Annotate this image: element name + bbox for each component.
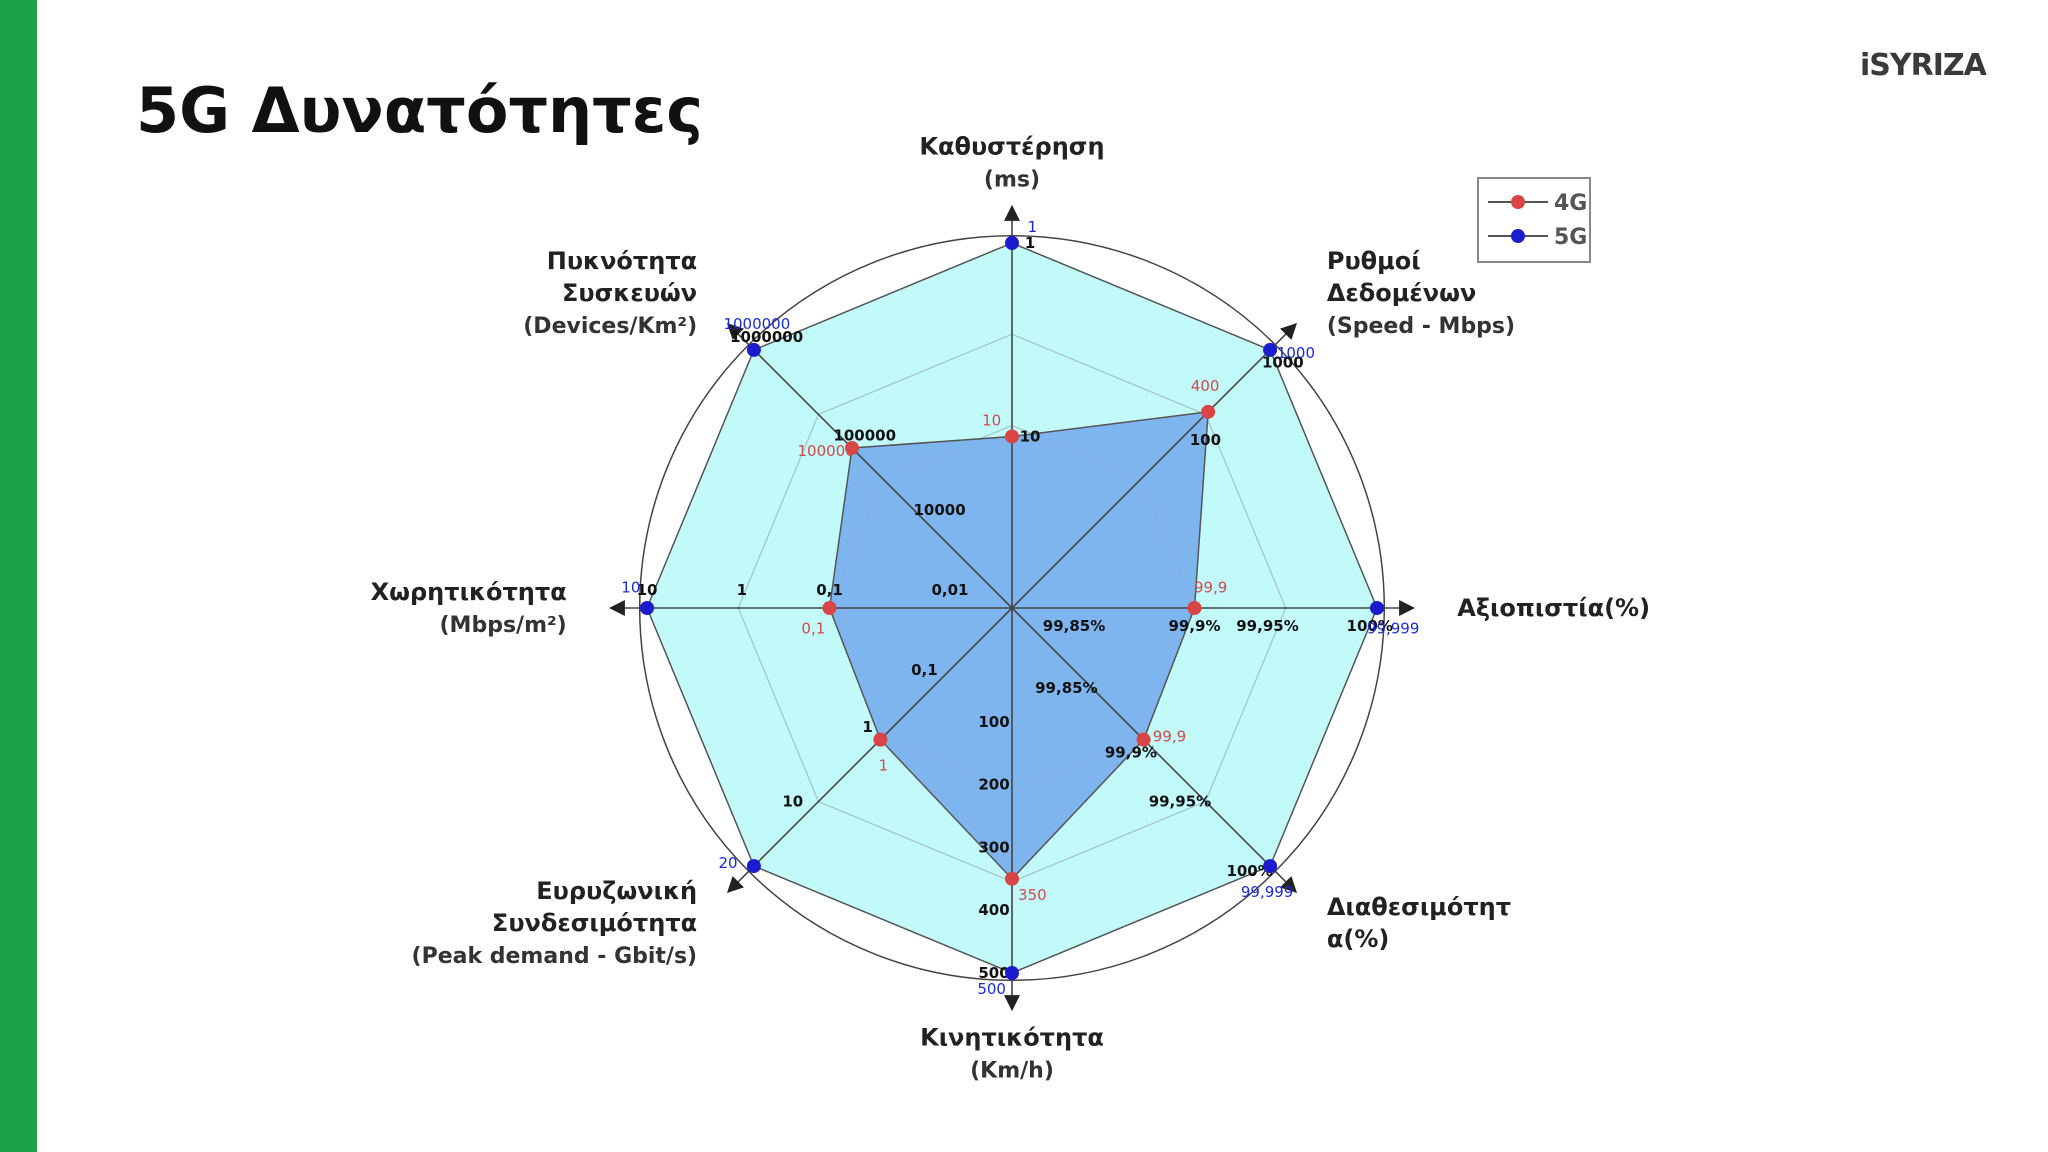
legend-label-4g: 4G: [1554, 191, 1587, 216]
value-label-5g-mobility: 500: [977, 980, 1006, 998]
axis-line-density: [726, 322, 1013, 609]
axis-title-broadband: Συνδεσιμότητα: [492, 909, 697, 937]
point-5g-mobility: [1005, 966, 1019, 980]
tick-label-availability-0: 99,85%: [1035, 679, 1097, 697]
axis-title-availability: α(%): [1327, 925, 1389, 953]
tick-label-availability-2: 99,95%: [1149, 792, 1211, 810]
value-label-4g-capacity: 0,1: [801, 619, 825, 637]
axis-unit-latency: (ms): [984, 168, 1040, 193]
tick-label-capacity-3: 10: [637, 581, 658, 599]
value-label-4g-reliability: 99,9: [1194, 579, 1227, 597]
tick-label-reliability-2: 99,95%: [1236, 617, 1298, 635]
point-4g-density: [844, 440, 859, 455]
legend-marker-5g: [1511, 229, 1525, 243]
axis-unit-capacity: (Mbps/m²): [440, 613, 567, 638]
legend-marker-4g: [1511, 195, 1525, 209]
tick-label-broadband-0: 0,1: [911, 661, 938, 679]
value-label-5g-speed: 1000: [1277, 344, 1315, 362]
point-5g-capacity: [640, 601, 654, 615]
legend-box: [1477, 177, 1591, 263]
axis-line-broadband: [726, 607, 1013, 894]
axis-line-speed: [1011, 322, 1298, 609]
value-label-5g-density: 1000000: [723, 315, 790, 333]
tick-label-reliability-1: 99,9%: [1168, 617, 1220, 635]
tick-label-mobility-2: 300: [978, 838, 1009, 856]
axis-title-latency: Καθυστέρηση: [919, 133, 1104, 161]
tick-label-availability-3: 100%: [1226, 862, 1272, 880]
point-5g-speed: [1263, 342, 1278, 357]
value-label-5g-reliability: 99,999: [1367, 619, 1420, 637]
page-title: 5G Δυνατότητες: [136, 74, 703, 147]
value-label-5g-availability: 99,999: [1241, 883, 1294, 901]
point-4g-capacity: [822, 601, 837, 615]
tick-label-density-2: 1000000: [730, 328, 803, 346]
tick-label-density-0: 10000: [913, 501, 965, 519]
axis-title-availability: Διαθεσιμότητ: [1327, 893, 1511, 921]
value-label-4g-broadband: 1: [879, 756, 889, 774]
tick-label-capacity-2: 1: [737, 581, 747, 599]
tick-label-reliability-3: 100%: [1347, 617, 1393, 635]
value-label-5g-latency: 1: [1028, 218, 1038, 236]
axis-title-mobility: Κινητικότητα: [920, 1023, 1104, 1051]
tick-label-broadband-1: 1: [862, 718, 872, 736]
tick-label-capacity-0: 0,01: [931, 581, 968, 599]
axis-title-speed: Δεδομένων: [1327, 279, 1476, 307]
axis-title-capacity: Χωρητικότητα: [371, 578, 567, 606]
tick-label-mobility-3: 400: [978, 901, 1009, 919]
axis-unit-broadband: (Peak demand - Gbit/s): [412, 944, 698, 969]
value-label-4g-density: 100000: [798, 442, 855, 460]
tick-label-latency-1: 1: [1025, 234, 1035, 252]
value-label-4g-latency: 10: [982, 411, 1001, 429]
tick-label-reliability-0: 99,85%: [1043, 617, 1105, 635]
point-5g-density: [746, 342, 761, 357]
point-4g-broadband: [873, 732, 888, 747]
tick-label-density-1: 100000: [833, 426, 896, 444]
tick-label-availability-1: 99,9%: [1105, 743, 1157, 761]
axis-title-reliability: Αξιοπιστία(%): [1457, 594, 1650, 622]
axis-unit-density: (Devices/Km²): [523, 314, 697, 339]
value-label-4g-speed: 400: [1191, 377, 1220, 395]
value-label-4g-mobility: 350: [1018, 886, 1047, 904]
point-5g-broadband: [746, 859, 761, 874]
accent-sidebar-bar: [0, 0, 37, 1152]
axis-title-speed: Ρυθμοί: [1327, 247, 1421, 275]
axis-unit-mobility: (Km/h): [970, 1058, 1054, 1083]
tick-label-mobility-0: 100: [978, 713, 1009, 731]
axis-unit-speed: (Speed - Mbps): [1327, 314, 1515, 339]
value-label-4g-availability: 99,9: [1153, 728, 1186, 746]
point-5g-availability: [1263, 859, 1278, 874]
legend-label-5g: 5G: [1554, 225, 1587, 250]
point-4g-speed: [1201, 404, 1216, 419]
tick-label-speed-1: 1000: [1262, 354, 1304, 372]
point-4g-availability: [1136, 732, 1151, 747]
point-5g-reliability: [1370, 601, 1384, 615]
axis-title-density: Πυκνότητα: [547, 247, 697, 275]
syriza-logo: iSYRIZA: [1860, 48, 1987, 83]
axis-line-availability: [1011, 607, 1298, 894]
tick-label-broadband-2: 10: [782, 793, 803, 811]
tick-label-capacity-1: 0,1: [816, 581, 843, 599]
tick-label-mobility-4: 500: [978, 964, 1009, 982]
value-label-5g-capacity: 10: [621, 579, 640, 597]
point-4g-latency: [1005, 429, 1019, 444]
axis-title-broadband: Ευρυζωνική: [536, 877, 697, 905]
point-4g-mobility: [1005, 871, 1019, 886]
tick-label-mobility-1: 200: [978, 776, 1009, 794]
value-label-5g-broadband: 20: [719, 854, 738, 872]
tick-label-latency-0: 10: [1020, 427, 1041, 445]
tick-label-speed-0: 100: [1190, 431, 1221, 449]
point-5g-latency: [1005, 236, 1019, 250]
axis-title-density: Συσκευών: [562, 279, 697, 307]
point-4g-reliability: [1187, 601, 1202, 615]
